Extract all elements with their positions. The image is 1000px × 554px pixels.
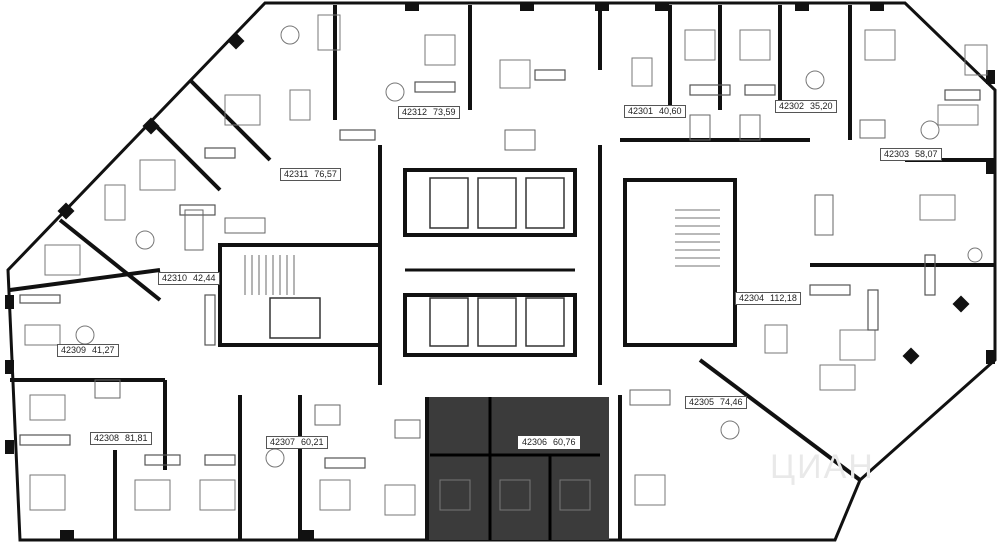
unit-label-42302[interactable]: 42302 35,20 — [775, 100, 837, 113]
unit-area: 76,57 — [314, 169, 337, 179]
unit-label-42303[interactable]: 42303 58,07 — [880, 148, 942, 161]
unit-number: 42310 — [162, 273, 188, 283]
unit-number: 42301 — [628, 106, 654, 116]
unit-number: 42304 — [739, 293, 765, 303]
watermark: ЦИАН — [770, 448, 875, 486]
unit-label-42307[interactable]: 42307 60,21 — [266, 436, 328, 449]
unit-number: 42308 — [94, 433, 120, 443]
unit-area: 60,76 — [553, 437, 576, 447]
stairs — [244, 209, 720, 295]
unit-area: 112,18 — [770, 293, 797, 303]
unit-label-42305[interactable]: 42305 74,46 — [685, 396, 747, 409]
unit-label-42312[interactable]: 42312 73,59 — [398, 106, 460, 119]
unit-area: 60,21 — [301, 437, 324, 447]
unit-number: 42307 — [270, 437, 296, 447]
furniture-tables — [29, 25, 983, 511]
selected-unit-walls — [430, 397, 600, 540]
unit-number: 42309 — [61, 345, 87, 355]
unit-number: 42311 — [284, 169, 309, 179]
unit-number: 42303 — [884, 149, 910, 159]
unit-area: 73,59 — [433, 107, 456, 117]
building-core — [218, 145, 737, 385]
unit-area: 58,07 — [915, 149, 938, 159]
unit-area: 42,44 — [193, 273, 216, 283]
unit-number: 42312 — [402, 107, 428, 117]
unit-area: 81,81 — [125, 433, 148, 443]
unit-label-42304[interactable]: 42304 112,18 — [735, 292, 801, 305]
unit-label-42301[interactable]: 42301 40,60 — [624, 105, 686, 118]
unit-number: 42305 — [689, 397, 715, 407]
elevators — [269, 177, 565, 347]
unit-number: 42306 — [522, 437, 548, 447]
unit-label-42310[interactable]: 42310 42,44 — [158, 272, 220, 285]
unit-area: 40,60 — [659, 106, 682, 116]
unit-label-42309[interactable]: 42309 41,27 — [57, 344, 119, 357]
unit-area: 41,27 — [92, 345, 115, 355]
unit-label-42311[interactable]: 42311 76,57 — [280, 168, 341, 181]
furniture-beds — [29, 29, 956, 516]
unit-area: 74,46 — [720, 397, 743, 407]
unit-label-42308[interactable]: 42308 81,81 — [90, 432, 152, 445]
kitchen-counters — [19, 69, 981, 469]
selected-unit-fill[interactable] — [427, 397, 609, 540]
unit-area: 35,20 — [810, 101, 833, 111]
furniture-sofas — [24, 14, 988, 391]
unit-label-42306[interactable]: 42306 60,76 — [518, 436, 580, 449]
unit-number: 42302 — [779, 101, 805, 111]
bathroom-fixtures — [94, 114, 886, 439]
